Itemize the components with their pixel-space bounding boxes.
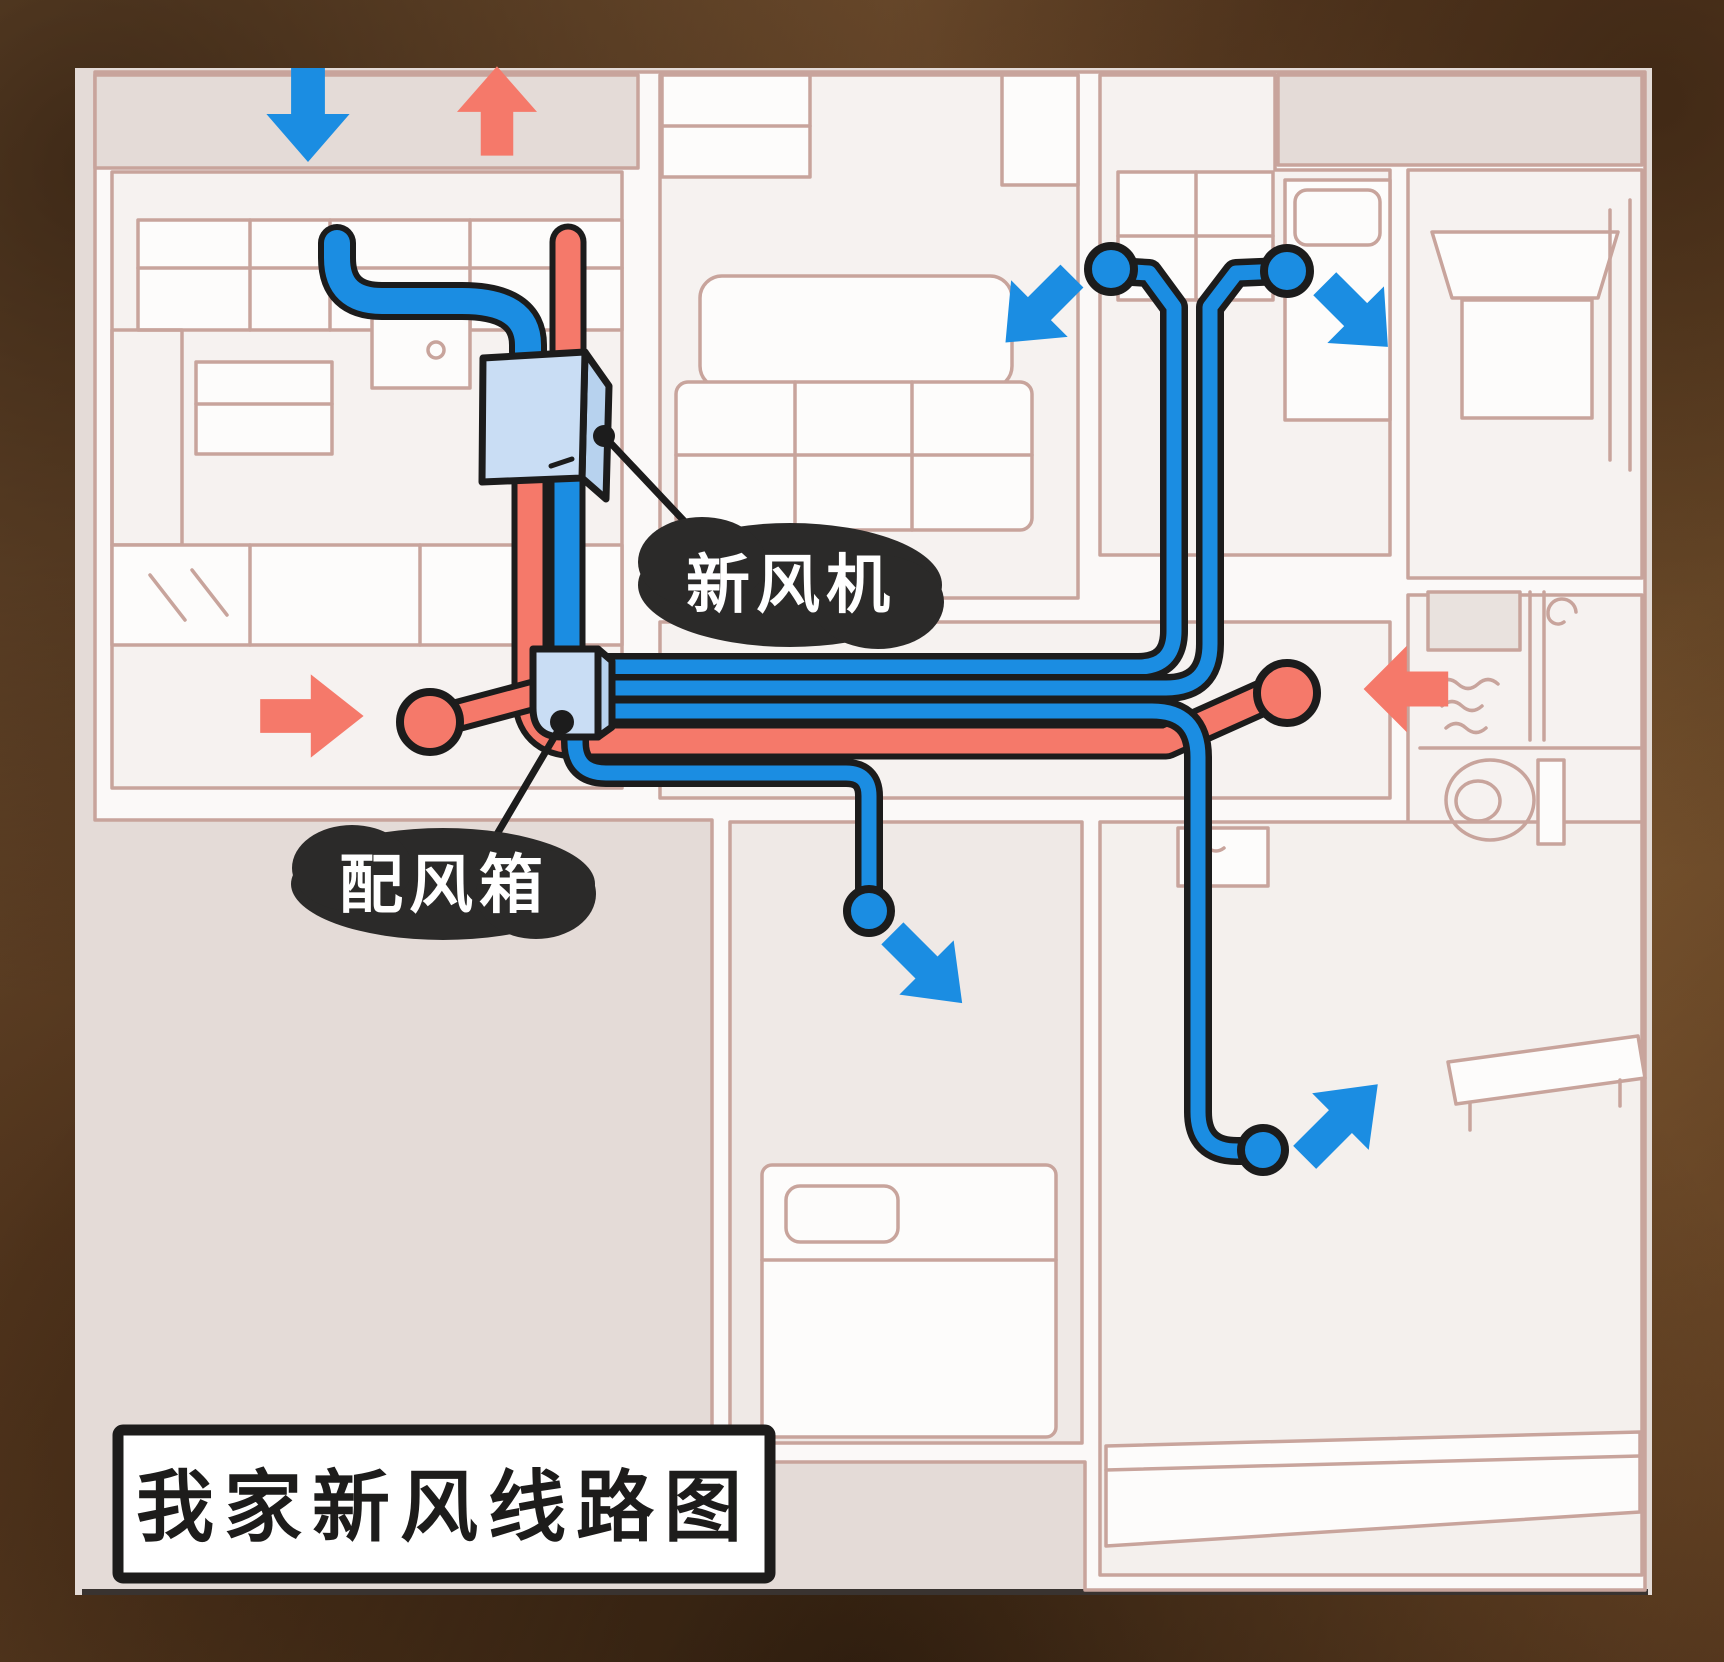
bedroom-bottom-right-furniture	[1104, 826, 1647, 1548]
air-distribution-box	[529, 645, 616, 741]
equipment-boxes	[478, 348, 616, 741]
toilet-tank	[1536, 758, 1566, 846]
towel-hook-spiral	[1546, 597, 1578, 626]
callout-dot	[550, 710, 574, 734]
bedroom-right-furniture	[1430, 198, 1632, 472]
fresh-air-unit-callout: 新风机	[593, 425, 944, 649]
bathroom-fixtures	[1418, 590, 1642, 846]
fresh-air-unit-box	[478, 348, 613, 503]
page-title: 我家新风线路图	[136, 1463, 752, 1553]
fresh-air-unit-label: 新风机	[686, 549, 896, 623]
callout-dot	[593, 425, 615, 447]
supply-outlet-living	[1084, 242, 1138, 296]
exhaust-inlet-bathroom	[1253, 659, 1321, 727]
pillow	[784, 1184, 900, 1244]
bedroom-bottom-center-furniture	[760, 1163, 1058, 1439]
bed-headboard	[1430, 230, 1620, 300]
duct-endpoints	[396, 242, 1321, 1176]
supply-outlet-bedroom-bottom-center	[843, 885, 895, 937]
air-distribution-box-label: 配风箱	[339, 849, 549, 923]
toilet-bowl	[1444, 758, 1536, 842]
balcony-strip-right	[1276, 73, 1644, 167]
room-bedroom-bottom-right	[1098, 820, 1644, 1577]
title-box: 我家新风线路图	[112, 1424, 776, 1584]
bench-diagonal	[1446, 1034, 1647, 1106]
supply-outlet-bedroom-bottom-right	[1237, 1124, 1289, 1176]
title-frame	[112, 1424, 776, 1584]
shower-pan	[1426, 590, 1522, 652]
living-room-furniture	[660, 73, 1080, 532]
exhaust-inlet-kitchen	[396, 688, 464, 756]
sofa-backrest	[698, 274, 1014, 390]
callouts: 新风机 配风箱	[291, 425, 944, 940]
balcony-strip-left	[93, 73, 640, 170]
supply-duct-network	[318, 224, 1297, 1165]
supply-outlet-bedroom-right	[1260, 244, 1314, 298]
air-distribution-box-callout: 配风箱	[291, 710, 596, 940]
